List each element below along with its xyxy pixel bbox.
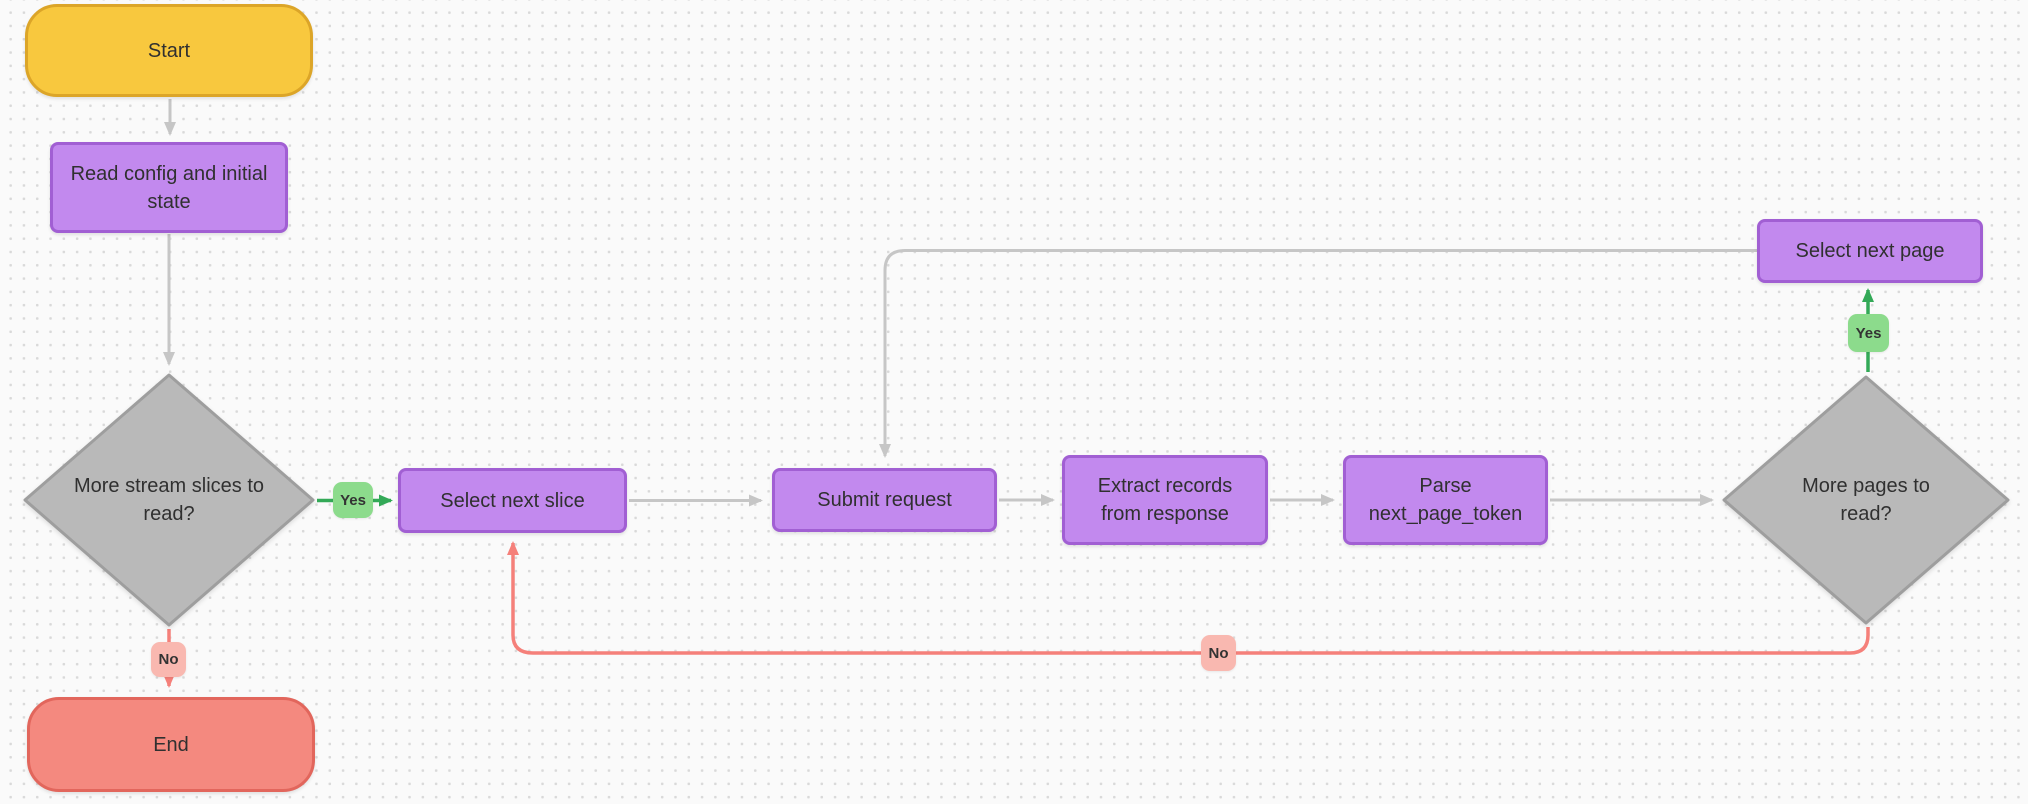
diamond-shape [23,373,315,627]
node-end-label: End [153,733,189,756]
node-more-pages[interactable]: More pages to read? [1722,375,2010,625]
node-submit-request-label: Submit request [817,489,952,511]
node-parse-next-page-token-label: Parse next_page_token [1368,475,1523,525]
diamond-shape [1722,375,2010,625]
edge-label-slices-no-text: No [158,651,179,668]
node-start-label: Start [147,39,191,62]
node-more-stream-slices-label: More stream slices to read? [73,475,265,525]
edge-label-slices-no: No [151,642,186,677]
node-parse-next-page-token[interactable]: Parse next_page_token [1343,455,1548,545]
edge-more-pages-no-to-select-next-slice [507,541,1870,655]
node-read-config[interactable]: Read config and initial state [50,142,288,233]
edge-label-pages-yes-text: Yes [1855,324,1882,342]
edge-label-slices-yes: Yes [333,482,373,518]
node-extract-records[interactable]: Extract records from response [1062,455,1268,545]
edge-label-pages-yes: Yes [1848,314,1889,352]
edge-label-pages-no-text: No [1208,644,1229,662]
node-select-next-slice-label: Select next slice [440,489,585,512]
node-select-next-page[interactable]: Select next page [1757,219,1983,283]
node-end[interactable]: End [27,697,315,792]
node-select-next-page-label: Select next page [1795,240,1945,262]
node-select-next-slice[interactable]: Select next slice [398,468,627,533]
edge-label-slices-yes-text: Yes [340,491,366,509]
node-more-stream-slices[interactable]: More stream slices to read? [23,373,315,627]
node-start[interactable]: Start [25,4,313,97]
node-read-config-label: Read config and initial state [70,162,268,213]
edge-label-pages-no: No [1201,635,1236,671]
node-extract-records-label: Extract records from response [1097,475,1233,525]
node-more-pages-label: More pages to read? [1802,475,1930,525]
node-submit-request[interactable]: Submit request [772,468,997,532]
edge-select-next-page-to-submit-request [879,249,1757,458]
